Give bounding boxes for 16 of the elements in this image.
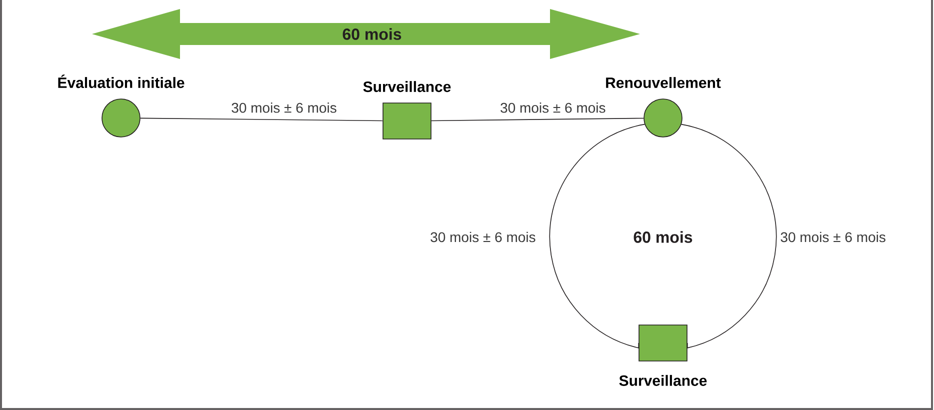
duration-label: 60 mois (342, 28, 402, 40)
connector-line (680, 124, 777, 348)
connector-line (549, 124, 646, 348)
edge-label: 30 mois ± 6 mois (779, 230, 887, 244)
connector-line (431, 118, 644, 122)
edge-label: 30 mois ± 6 mois (230, 102, 338, 114)
connector-line (140, 118, 383, 122)
edge-label: 30 mois ± 6 mois (499, 102, 607, 114)
milestone-square: Surveillance (363, 81, 451, 140)
milestone-square: Surveillance (619, 324, 707, 386)
node-label: Renouvellement (606, 77, 721, 88)
node-label: Surveillance (363, 81, 451, 92)
edge-label: 30 mois ± 6 mois (429, 230, 537, 244)
node-label: Surveillance (619, 374, 707, 386)
duration-label: 60 mois (634, 231, 692, 243)
node-label: Évaluation initiale (58, 74, 184, 88)
